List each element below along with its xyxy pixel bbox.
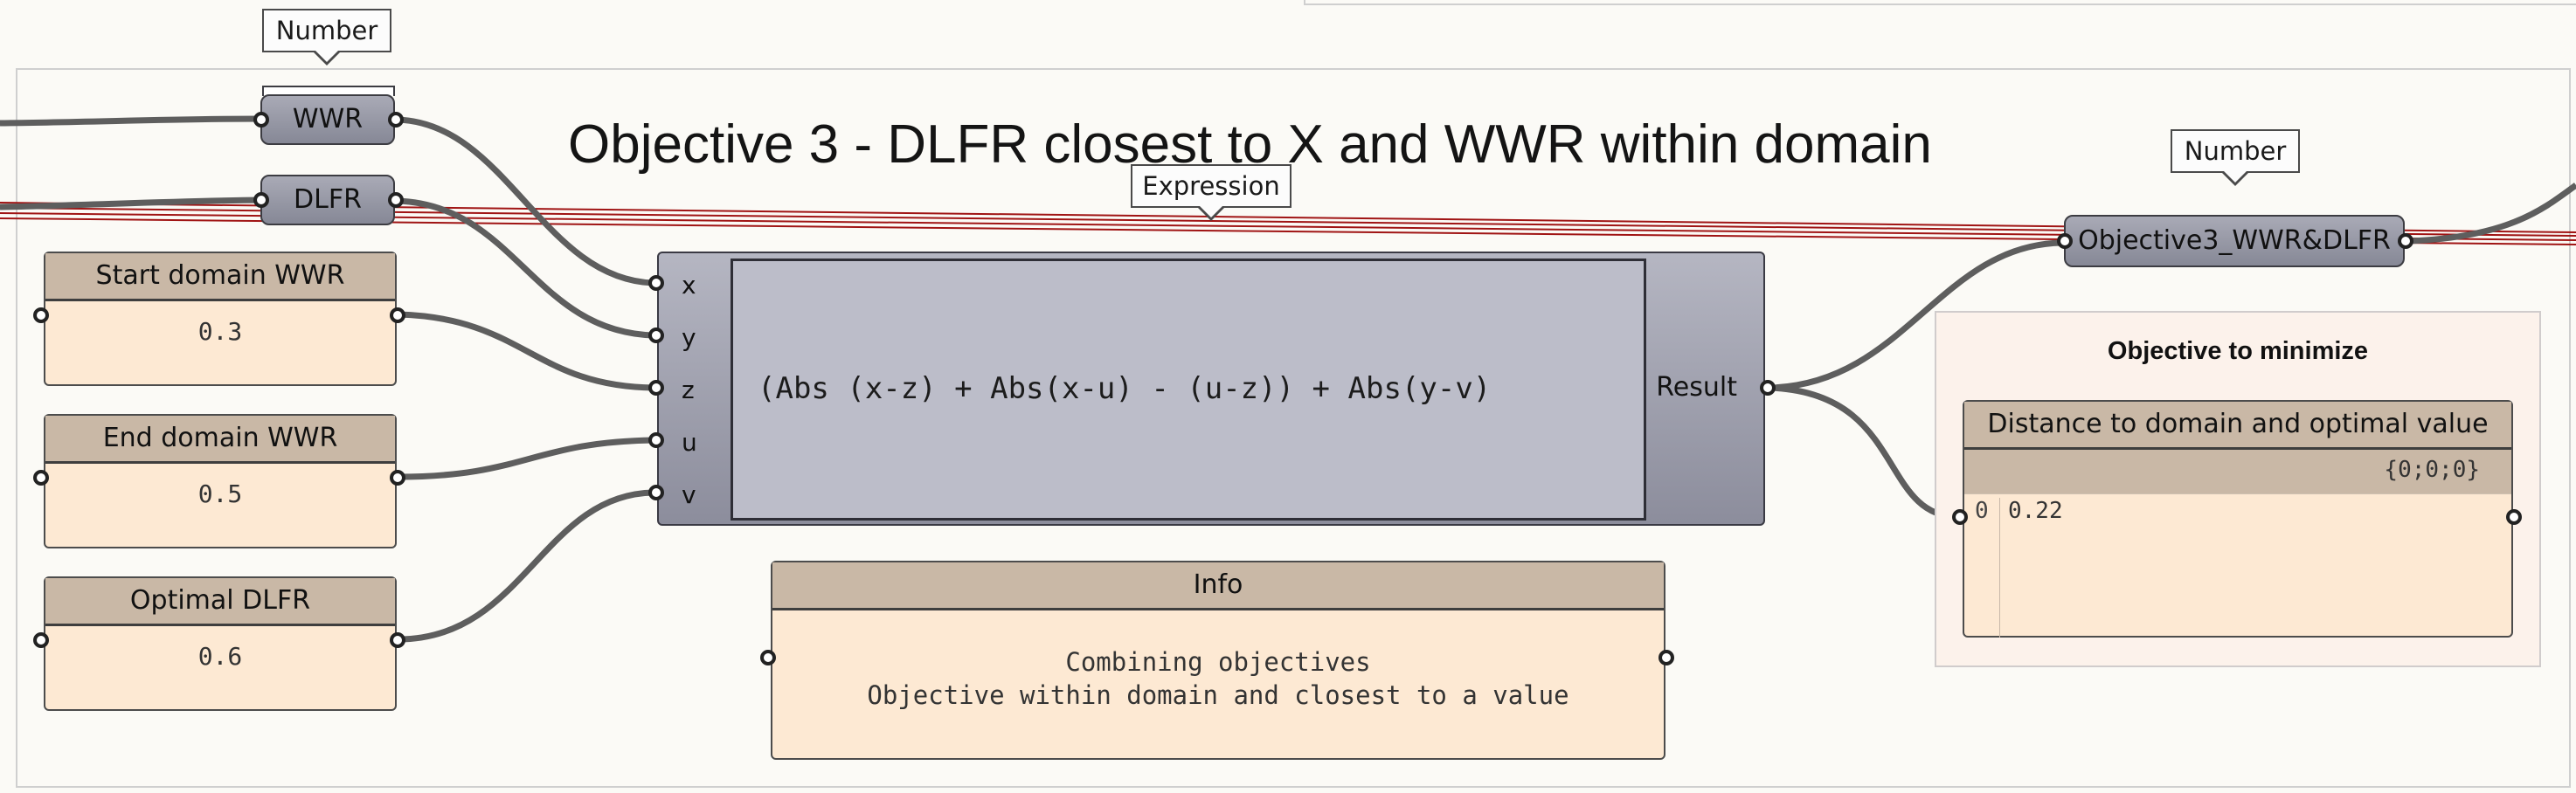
- wire-result-objective: [1769, 239, 2063, 391]
- input-grip[interactable]: [33, 470, 49, 486]
- wire-optimal-v: [398, 489, 654, 643]
- panel-value: 0.5: [197, 479, 243, 508]
- panel-title: Start domain WWR: [45, 253, 395, 301]
- wire-dlfr-in: [0, 197, 263, 210]
- wire-wwr-x: [396, 116, 654, 286]
- data-path-row: {0;0;0}: [1964, 450, 2511, 494]
- input-grip[interactable]: [253, 112, 269, 128]
- input-v-label: v: [682, 480, 696, 509]
- panel-title: Optimal DLFR: [45, 578, 395, 626]
- input-grip-x[interactable]: [648, 275, 664, 291]
- input-x-label: x: [682, 271, 696, 300]
- input-grip[interactable]: [760, 650, 776, 665]
- expression-component[interactable]: x y z u v (Abs (x-z) + Abs(x-u) - (u-z))…: [657, 252, 1765, 526]
- output-grip[interactable]: [1658, 650, 1674, 665]
- input-grip[interactable]: [1952, 509, 1968, 525]
- info-line-2: Objective within domain and closest to a…: [867, 680, 1569, 710]
- wwr-parameter[interactable]: WWR: [260, 94, 395, 145]
- output-grip[interactable]: [2398, 233, 2413, 249]
- output-grip[interactable]: [390, 307, 405, 323]
- output-result-label: Result: [1656, 372, 1737, 403]
- input-grip[interactable]: [253, 192, 269, 208]
- objective-group-title: Objective to minimize: [2107, 337, 2369, 365]
- number-tag: Number: [2171, 129, 2300, 186]
- start-domain-wwr-panel[interactable]: Start domain WWR 0.3: [44, 252, 397, 386]
- index-column-divider: [1999, 498, 2000, 638]
- output-grip[interactable]: [390, 632, 405, 648]
- output-grip-result[interactable]: [1760, 380, 1776, 396]
- end-domain-wwr-panel[interactable]: End domain WWR 0.5: [44, 414, 397, 548]
- input-grip-z[interactable]: [648, 380, 664, 396]
- wire-start-z: [398, 311, 654, 391]
- number-tag: Number: [262, 9, 391, 66]
- dlfr-label: DLFR: [294, 184, 362, 215]
- objective3-parameter[interactable]: Objective3_WWR&DLFR: [2064, 215, 2405, 267]
- wire-wwr-in: [0, 115, 263, 127]
- objective3-label: Objective3_WWR&DLFR: [2078, 225, 2391, 256]
- panel-value: 0.3: [197, 317, 243, 346]
- input-grip[interactable]: [33, 307, 49, 323]
- info-panel[interactable]: Info Combining objectives Objective with…: [771, 561, 1665, 760]
- wire-objective-out: [2407, 183, 2576, 245]
- expression-editor[interactable]: (Abs (x-z) + Abs(x-u) - (u-z)) + Abs(y-v…: [731, 259, 1646, 521]
- panel-value: 0.6: [197, 642, 243, 671]
- input-grip-y[interactable]: [648, 328, 664, 343]
- input-z-label: z: [682, 376, 695, 404]
- wwr-label: WWR: [292, 104, 364, 134]
- output-grip[interactable]: [390, 470, 405, 486]
- input-grip[interactable]: [2057, 233, 2073, 249]
- expression-formula: (Abs (x-z) + Abs(x-u) - (u-z)) + Abs(y-v…: [758, 371, 1492, 406]
- group-frame: [16, 68, 2571, 788]
- input-grip[interactable]: [33, 632, 49, 648]
- input-grip-v[interactable]: [648, 485, 664, 500]
- input-u-label: u: [682, 428, 697, 457]
- data-index: 0: [1975, 498, 1989, 524]
- dlfr-parameter[interactable]: DLFR: [260, 175, 395, 225]
- output-grip[interactable]: [388, 112, 404, 128]
- distance-data-panel[interactable]: Distance to domain and optimal value {0;…: [1963, 400, 2513, 638]
- input-grip-u[interactable]: [648, 432, 664, 448]
- data-row: 0 0.22: [1964, 494, 2511, 529]
- panel-title: Info: [772, 562, 1664, 610]
- wwr-param-top-bar: [262, 86, 395, 96]
- wire-dlfr-y: [396, 197, 654, 339]
- expression-tag: Expression: [1131, 164, 1291, 221]
- data-path: {0;0;0}: [2384, 457, 2480, 483]
- wire-result-panel: [1769, 384, 1958, 521]
- output-grip[interactable]: [2506, 509, 2522, 525]
- panel-title: Distance to domain and optimal value: [1964, 402, 2511, 450]
- panel-title: End domain WWR: [45, 416, 395, 464]
- info-line-1: Combining objectives: [1065, 647, 1371, 677]
- top-group-frame-edge: [1304, 0, 2576, 5]
- wire-end-u: [398, 437, 654, 480]
- input-y-label: y: [682, 323, 696, 352]
- optimal-dlfr-panel[interactable]: Optimal DLFR 0.6: [44, 576, 397, 711]
- data-value: 0.22: [2008, 498, 2063, 524]
- output-grip[interactable]: [388, 192, 404, 208]
